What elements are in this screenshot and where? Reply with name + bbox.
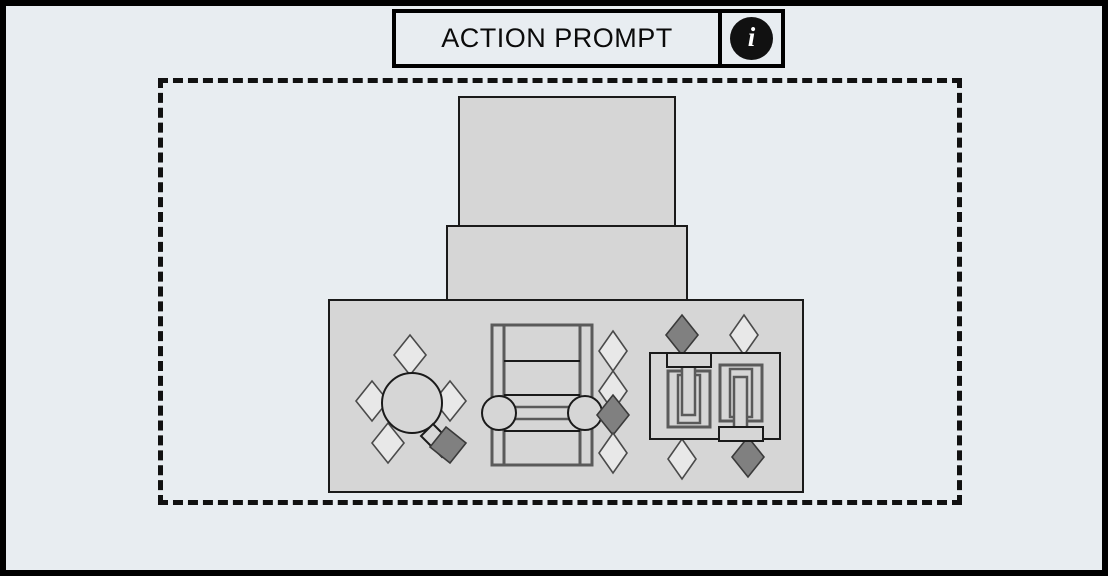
control-panel [328, 299, 804, 493]
marker-top [392, 333, 428, 377]
fader-left-knob[interactable] [666, 352, 712, 368]
fader-left[interactable] [666, 352, 712, 429]
action-prompt-title-box: ACTION PROMPT [392, 9, 722, 68]
range-slider-control[interactable] [480, 313, 631, 483]
marker-handle-selected [428, 425, 468, 465]
marker-bottom [370, 421, 406, 465]
marker-top-right [729, 313, 759, 357]
page-title: ACTION PROMPT [441, 23, 673, 53]
marker-right-4 [598, 431, 628, 475]
magnifier-control[interactable] [350, 323, 490, 473]
fader-pair-control[interactable] [640, 309, 790, 484]
marker-right-3-selected [595, 393, 631, 437]
fader-right-knob[interactable] [718, 426, 764, 442]
marker-top-left-selected [664, 313, 700, 357]
fader-right[interactable] [718, 363, 764, 442]
vertical-faders-icon[interactable] [649, 352, 781, 442]
marker-right-1 [598, 329, 628, 373]
dashed-viewport [158, 78, 962, 505]
slider-handle-left[interactable] [481, 395, 517, 431]
dual-handle-slider-icon[interactable] [481, 323, 603, 467]
info-button[interactable]: i [722, 9, 785, 68]
marker-bottom-right-selected [730, 435, 766, 479]
middle-stack-panel [446, 225, 688, 301]
marker-bottom-left [667, 437, 697, 481]
info-icon[interactable]: i [730, 17, 773, 60]
upper-stack-panel [458, 96, 676, 227]
slider-handle-right[interactable] [567, 395, 603, 431]
header-bar: ACTION PROMPT i [392, 9, 785, 68]
